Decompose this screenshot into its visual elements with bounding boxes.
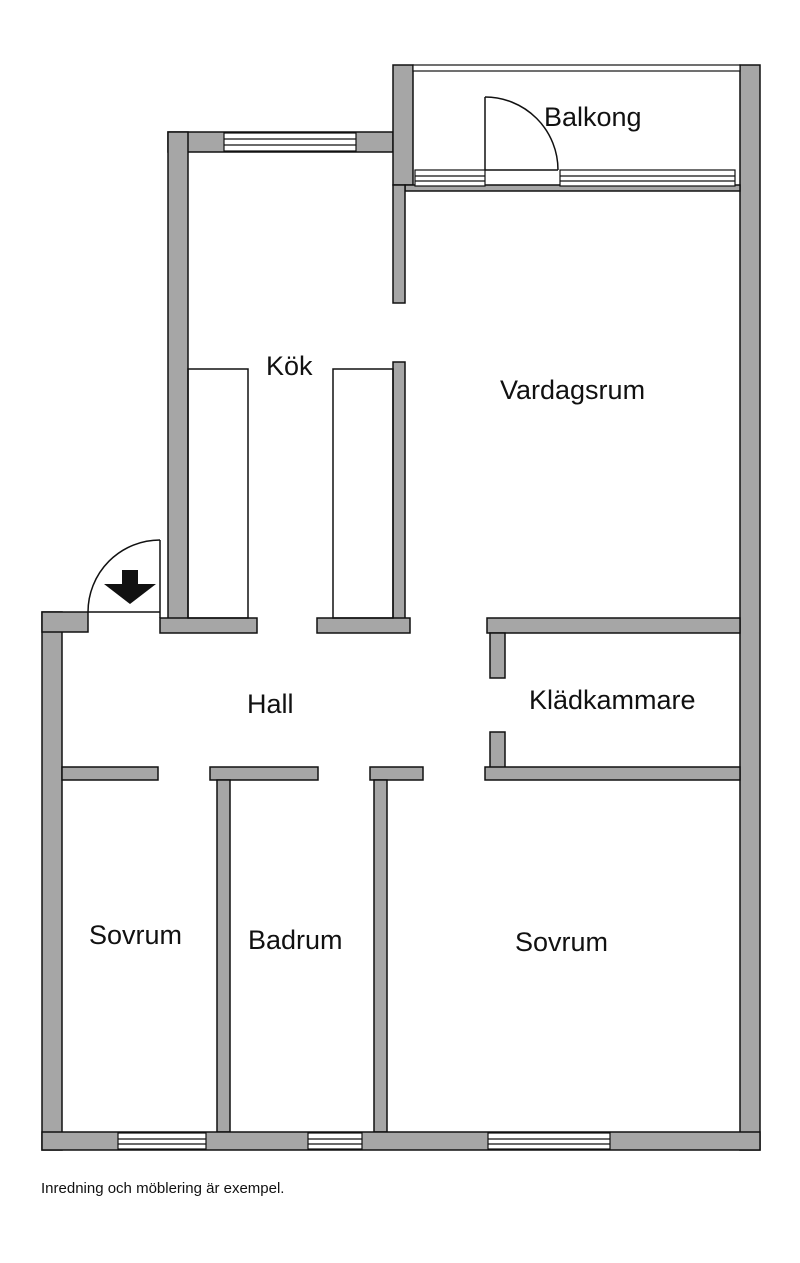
counter-right [332,368,394,619]
window-bedroom-right [487,1132,611,1150]
room-label-bedroom-left: Sovrum [89,920,182,950]
footnote: Inredning och möblering är exempel. [41,1180,285,1197]
window-kitchen [223,132,357,152]
room-label-living-room: Vardagsrum [500,375,645,405]
room-label-kitchen: Kök [266,351,313,381]
window-bedroom-left [117,1132,207,1150]
doors [87,96,559,618]
room-label-balcony: Balkong [544,102,642,132]
window-balcony-right [559,169,736,187]
balcony-door [484,96,559,171]
room-labels: Balkong Kök Vardagsrum Hall Klädkammare … [89,102,696,957]
walls [41,64,761,1151]
counter-left [187,368,249,619]
entrance-door [87,539,161,618]
room-label-bedroom-right: Sovrum [515,927,608,957]
entrance-arrow-down-icon [104,570,156,604]
window-bathroom [307,1132,363,1150]
room-label-bathroom: Badrum [248,925,343,955]
room-label-walk-in-closet: Klädkammare [529,685,696,715]
window-balcony-top [412,64,741,72]
room-label-hall: Hall [247,689,294,719]
kitchen-counters [187,368,394,619]
window-balcony-left [414,169,486,187]
windows [117,64,741,1150]
